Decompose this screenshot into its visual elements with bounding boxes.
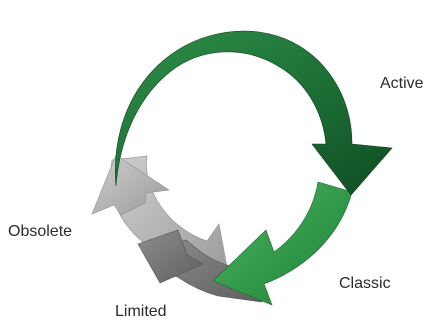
limited-label: Limited bbox=[115, 303, 167, 320]
obsolete-label: Obsolete bbox=[8, 223, 73, 240]
active-arrow bbox=[115, 30, 393, 196]
classic-arrow bbox=[212, 181, 353, 306]
active-label: Active bbox=[380, 75, 424, 92]
classic-label: Classic bbox=[339, 275, 391, 292]
